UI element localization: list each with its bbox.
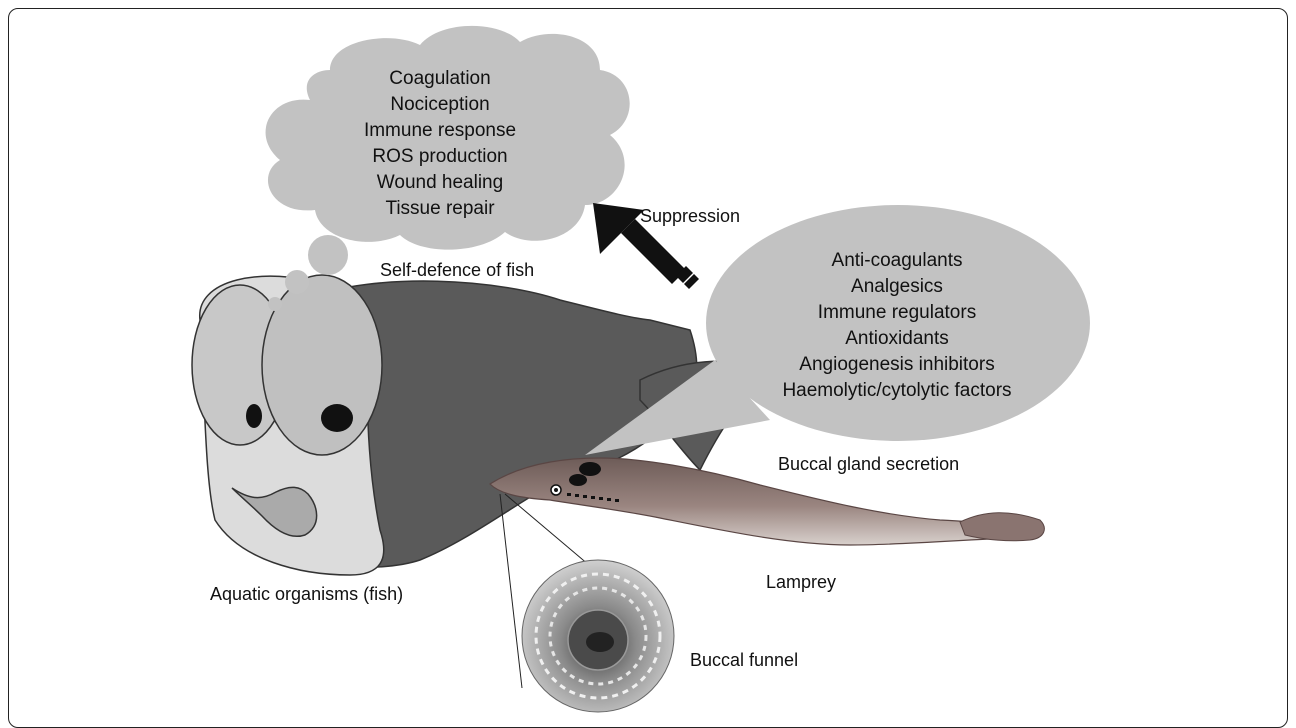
bubble-item: Immune regulators [818,302,976,323]
cloud-item: Tissue repair [385,198,495,219]
fish-label: Aquatic organisms (fish) [210,584,403,604]
funnel-zoom-line [500,494,522,688]
buccal-funnel-label: Buccal funnel [690,650,798,670]
speech-bubble-shape [706,205,1090,441]
cloud-bubble-small [268,297,282,311]
lamprey-label: Lamprey [766,572,836,592]
bubble-item: Angiogenesis inhibitors [799,354,994,375]
cloud-item: ROS production [372,146,507,167]
lamprey-gland-spot [569,474,587,486]
cloud-item: Coagulation [389,68,490,89]
buccal-funnel [522,560,674,712]
bubble-item: Anti-coagulants [832,250,963,271]
cloud-bubble-large [308,235,348,275]
lamprey-tail-fin [960,513,1044,541]
cloud-bubble-medium [285,270,309,294]
self-defence-label: Self-defence of fish [380,260,534,280]
cloud-item: Nociception [390,94,489,115]
bubble-item: Haemolytic/cytolytic factors [782,380,1011,401]
lamprey-illustration [490,458,1044,545]
fish-pupil-right [321,404,353,432]
suppression-label: Suppression [640,206,740,226]
bubble-item: Analgesics [851,276,943,297]
fish-pupil-left [246,404,262,428]
cloud-item: Immune response [364,120,516,141]
lamprey-gland-spot [579,462,601,476]
arrow-shaft [621,219,686,284]
cloud-item: Wound healing [377,172,503,193]
buccal-gland-label: Buccal gland secretion [778,454,959,474]
lamprey-pupil [554,488,558,492]
bubble-item: Antioxidants [845,328,949,349]
